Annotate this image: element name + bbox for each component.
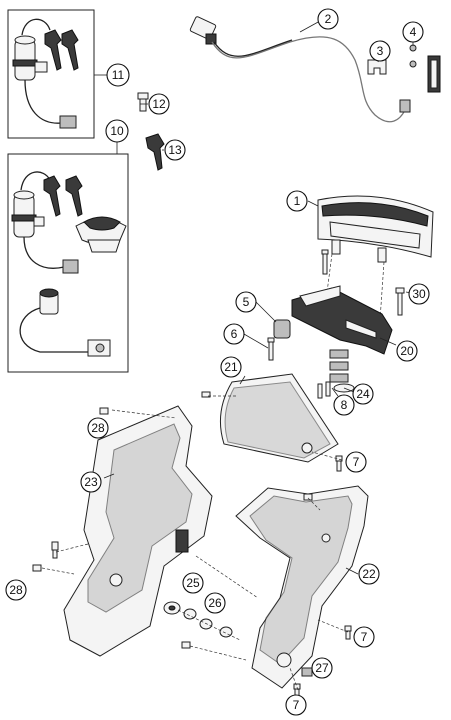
callout-7c: 7 — [285, 694, 307, 716]
holder-20 — [291, 285, 393, 355]
svg-text:6: 6 — [231, 327, 238, 341]
screw-28a — [99, 407, 109, 415]
rubber-26 — [183, 608, 233, 638]
callout-26: 26 — [204, 592, 226, 614]
svg-text:28: 28 — [9, 583, 23, 597]
screw-6 — [267, 337, 275, 361]
callout-1: 1 — [286, 190, 308, 212]
kit-10-frame — [7, 153, 129, 373]
side-fairing-22 — [235, 485, 369, 689]
callout-24: 24 — [352, 383, 374, 405]
ignition-lock-10 — [11, 171, 79, 274]
svg-text:12: 12 — [152, 97, 166, 111]
svg-text:22: 22 — [362, 567, 376, 581]
screw-windshield — [201, 391, 211, 398]
svg-text:20: 20 — [400, 344, 414, 358]
rubber-25 — [163, 601, 181, 615]
callout-23: 23 — [80, 471, 102, 493]
svg-text:28: 28 — [91, 421, 105, 435]
key-13 — [145, 133, 165, 171]
svg-text:23: 23 — [84, 475, 98, 489]
steering-lock — [19, 288, 111, 357]
screw-30 — [395, 287, 405, 316]
side-fairing-23 — [63, 405, 213, 657]
callout-27: 27 — [311, 657, 333, 679]
callout-8: 8 — [333, 394, 355, 416]
svg-text:21: 21 — [224, 360, 238, 374]
callout-20: 20 — [396, 340, 418, 362]
callout-5: 5 — [235, 291, 257, 313]
callout-3: 3 — [369, 40, 391, 62]
bracket-3 — [367, 59, 387, 75]
key-pair-11 — [44, 29, 79, 71]
bolt-left-lower — [51, 541, 59, 559]
tank-cap — [75, 216, 127, 253]
kit-11-frame — [7, 9, 95, 139]
callout-28a: 28 — [87, 417, 109, 439]
rubber-grommets-8 — [317, 349, 349, 399]
callout-30: 30 — [408, 283, 430, 305]
screw-cluster-top — [321, 249, 329, 275]
svg-text:5: 5 — [243, 295, 250, 309]
callout-28b: 28 — [5, 579, 27, 601]
screw-right-top — [303, 493, 313, 501]
callout-21: 21 — [220, 356, 242, 378]
ignition-lock-11 — [12, 18, 77, 129]
callout-22: 22 — [358, 563, 380, 585]
screw-28b — [32, 564, 42, 572]
svg-text:3: 3 — [377, 44, 384, 58]
bracket-4 — [409, 44, 441, 93]
callout-11: 11 — [106, 63, 130, 87]
callout-10: 10 — [105, 119, 129, 143]
svg-text:25: 25 — [186, 576, 200, 590]
callout-12: 12 — [148, 93, 170, 115]
bolt-12 — [137, 92, 149, 112]
spacer-5 — [273, 319, 291, 339]
spacer-27 — [301, 667, 313, 677]
svg-text:11: 11 — [112, 68, 125, 82]
svg-text:13: 13 — [168, 143, 182, 157]
callout-2: 2 — [317, 8, 339, 30]
windshield-21 — [219, 373, 339, 463]
svg-text:1: 1 — [294, 194, 301, 208]
callout-6: 6 — [223, 323, 245, 345]
callout-7a: 7 — [345, 451, 367, 473]
callout-4: 4 — [402, 21, 424, 43]
svg-text:7: 7 — [361, 630, 368, 644]
screw-7b — [344, 625, 352, 640]
svg-text:2: 2 — [325, 12, 332, 26]
svg-text:26: 26 — [208, 596, 222, 610]
svg-text:30: 30 — [412, 287, 426, 301]
svg-text:7: 7 — [353, 455, 360, 469]
callout-13: 13 — [164, 139, 186, 161]
svg-text:10: 10 — [110, 124, 124, 138]
svg-text:4: 4 — [410, 25, 417, 39]
svg-text:7: 7 — [293, 698, 300, 712]
svg-text:27: 27 — [315, 661, 329, 675]
screw-lower-middle — [181, 641, 191, 649]
screw-7a — [335, 455, 343, 472]
svg-text:24: 24 — [356, 387, 370, 401]
callout-7b: 7 — [353, 626, 375, 648]
wiring-harness-2 — [189, 16, 411, 123]
svg-text:8: 8 — [341, 398, 348, 412]
callout-25: 25 — [182, 572, 204, 594]
instrument-cluster-1 — [317, 195, 434, 263]
key-pair-10 — [43, 175, 83, 217]
